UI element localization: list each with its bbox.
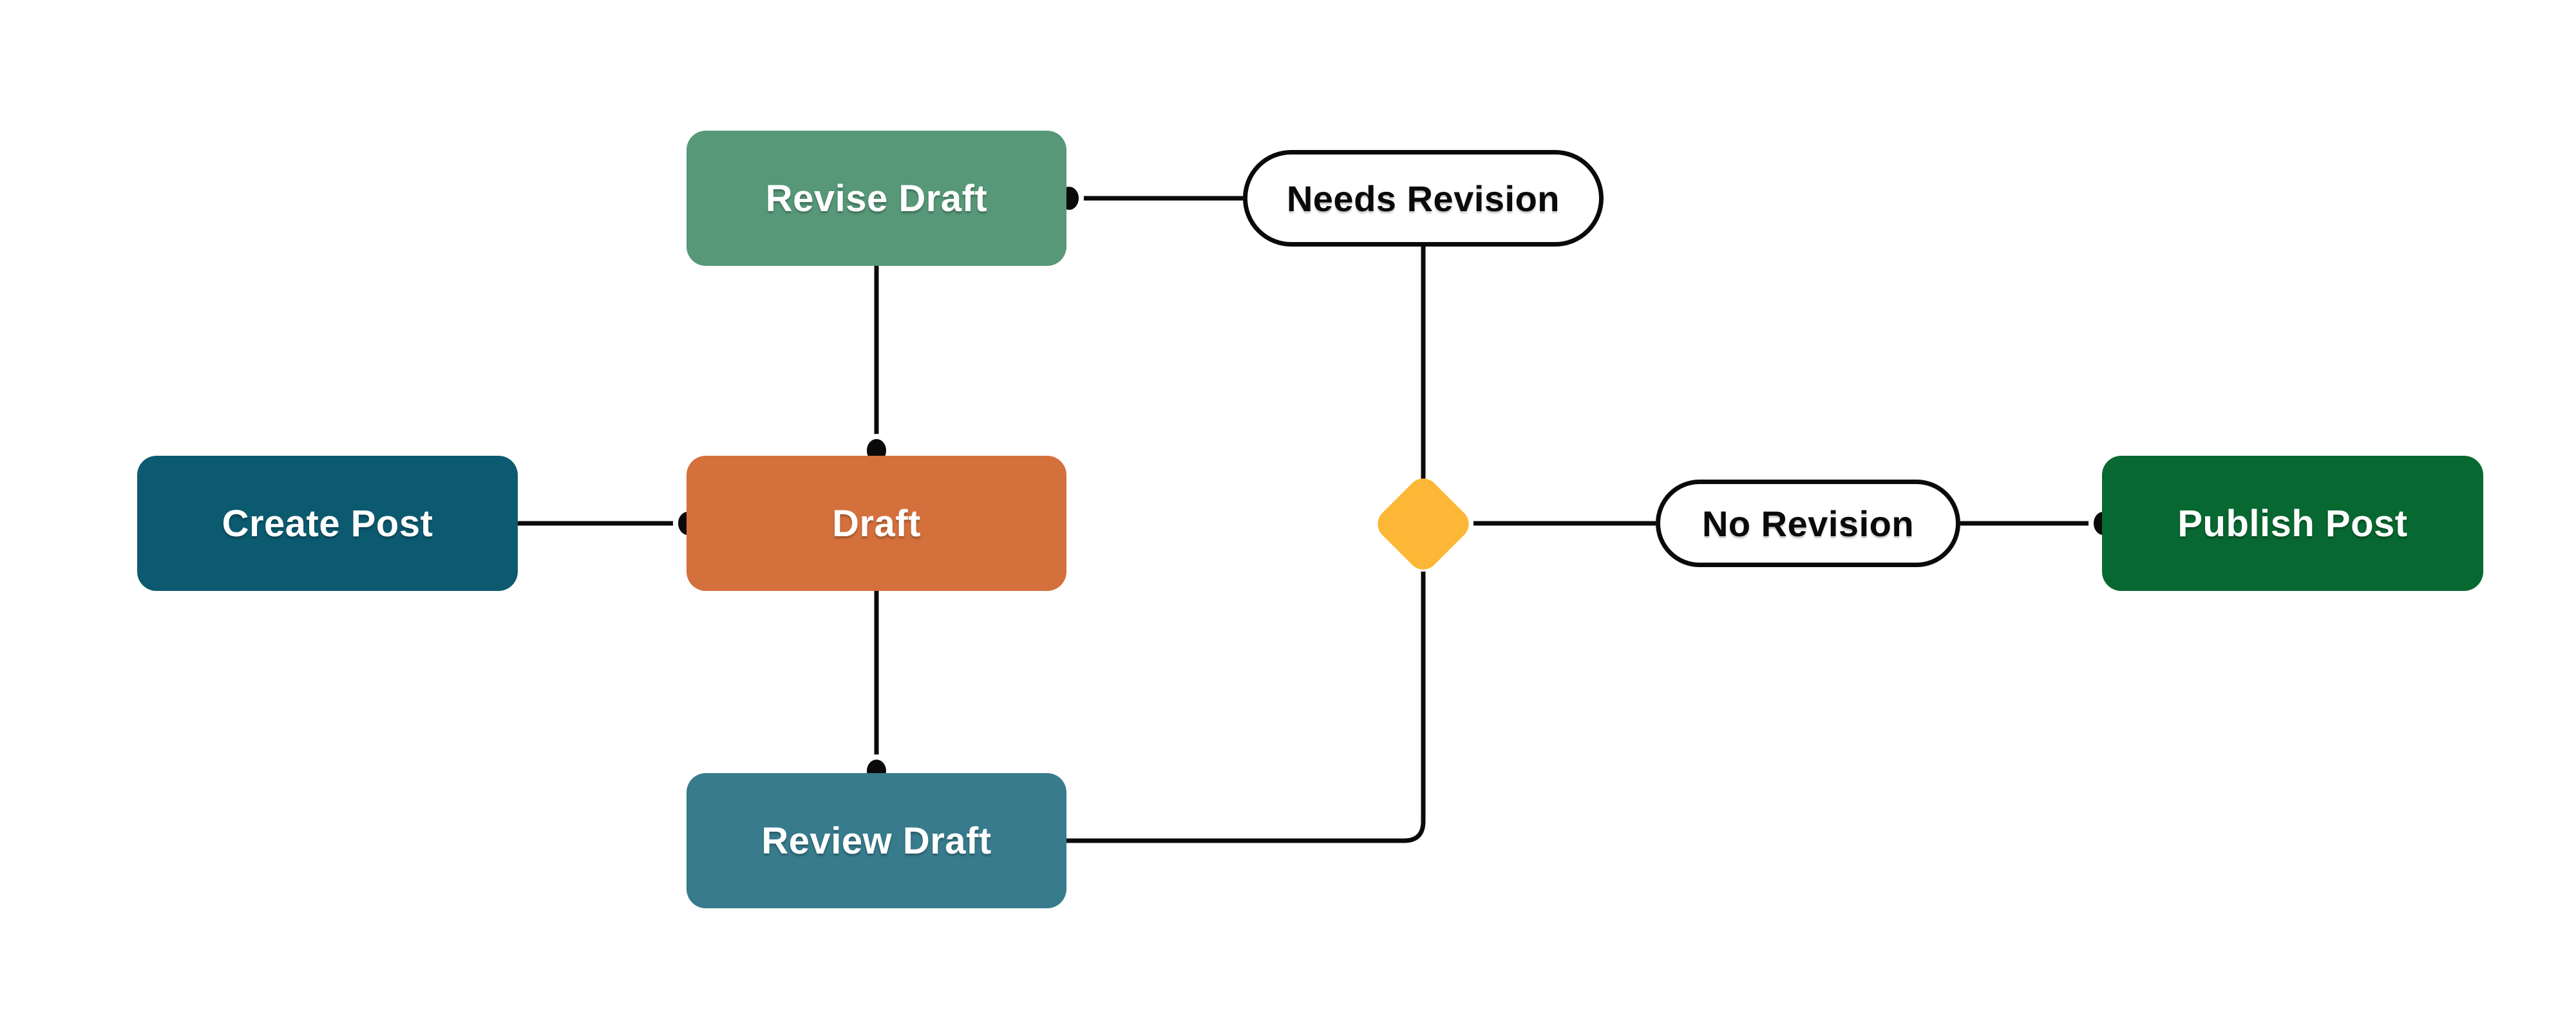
node-no-revision[interactable]: No Revision [1656,480,1960,567]
node-draft[interactable]: Draft [687,456,1066,591]
node-publish-post[interactable]: Publish Post [2102,456,2483,591]
node-needs-revision[interactable]: Needs Revision [1243,150,1604,247]
node-draft-label: Draft [832,502,921,545]
node-no-revision-label: No Revision [1701,503,1915,544]
node-review-draft-label: Review Draft [761,819,992,862]
edge-review-draft-to-decision [1066,561,1426,843]
node-create-post-label: Create Post [222,502,433,545]
node-needs-revision-label: Needs Revision [1286,178,1560,219]
node-revise-draft[interactable]: Revise Draft [687,131,1066,266]
node-revise-draft-label: Revise Draft [765,177,988,220]
node-decision-diamond[interactable] [1371,472,1475,576]
node-review-draft[interactable]: Review Draft [687,773,1066,908]
node-create-post[interactable]: Create Post [137,456,518,591]
node-publish-post-label: Publish Post [2177,502,2408,545]
